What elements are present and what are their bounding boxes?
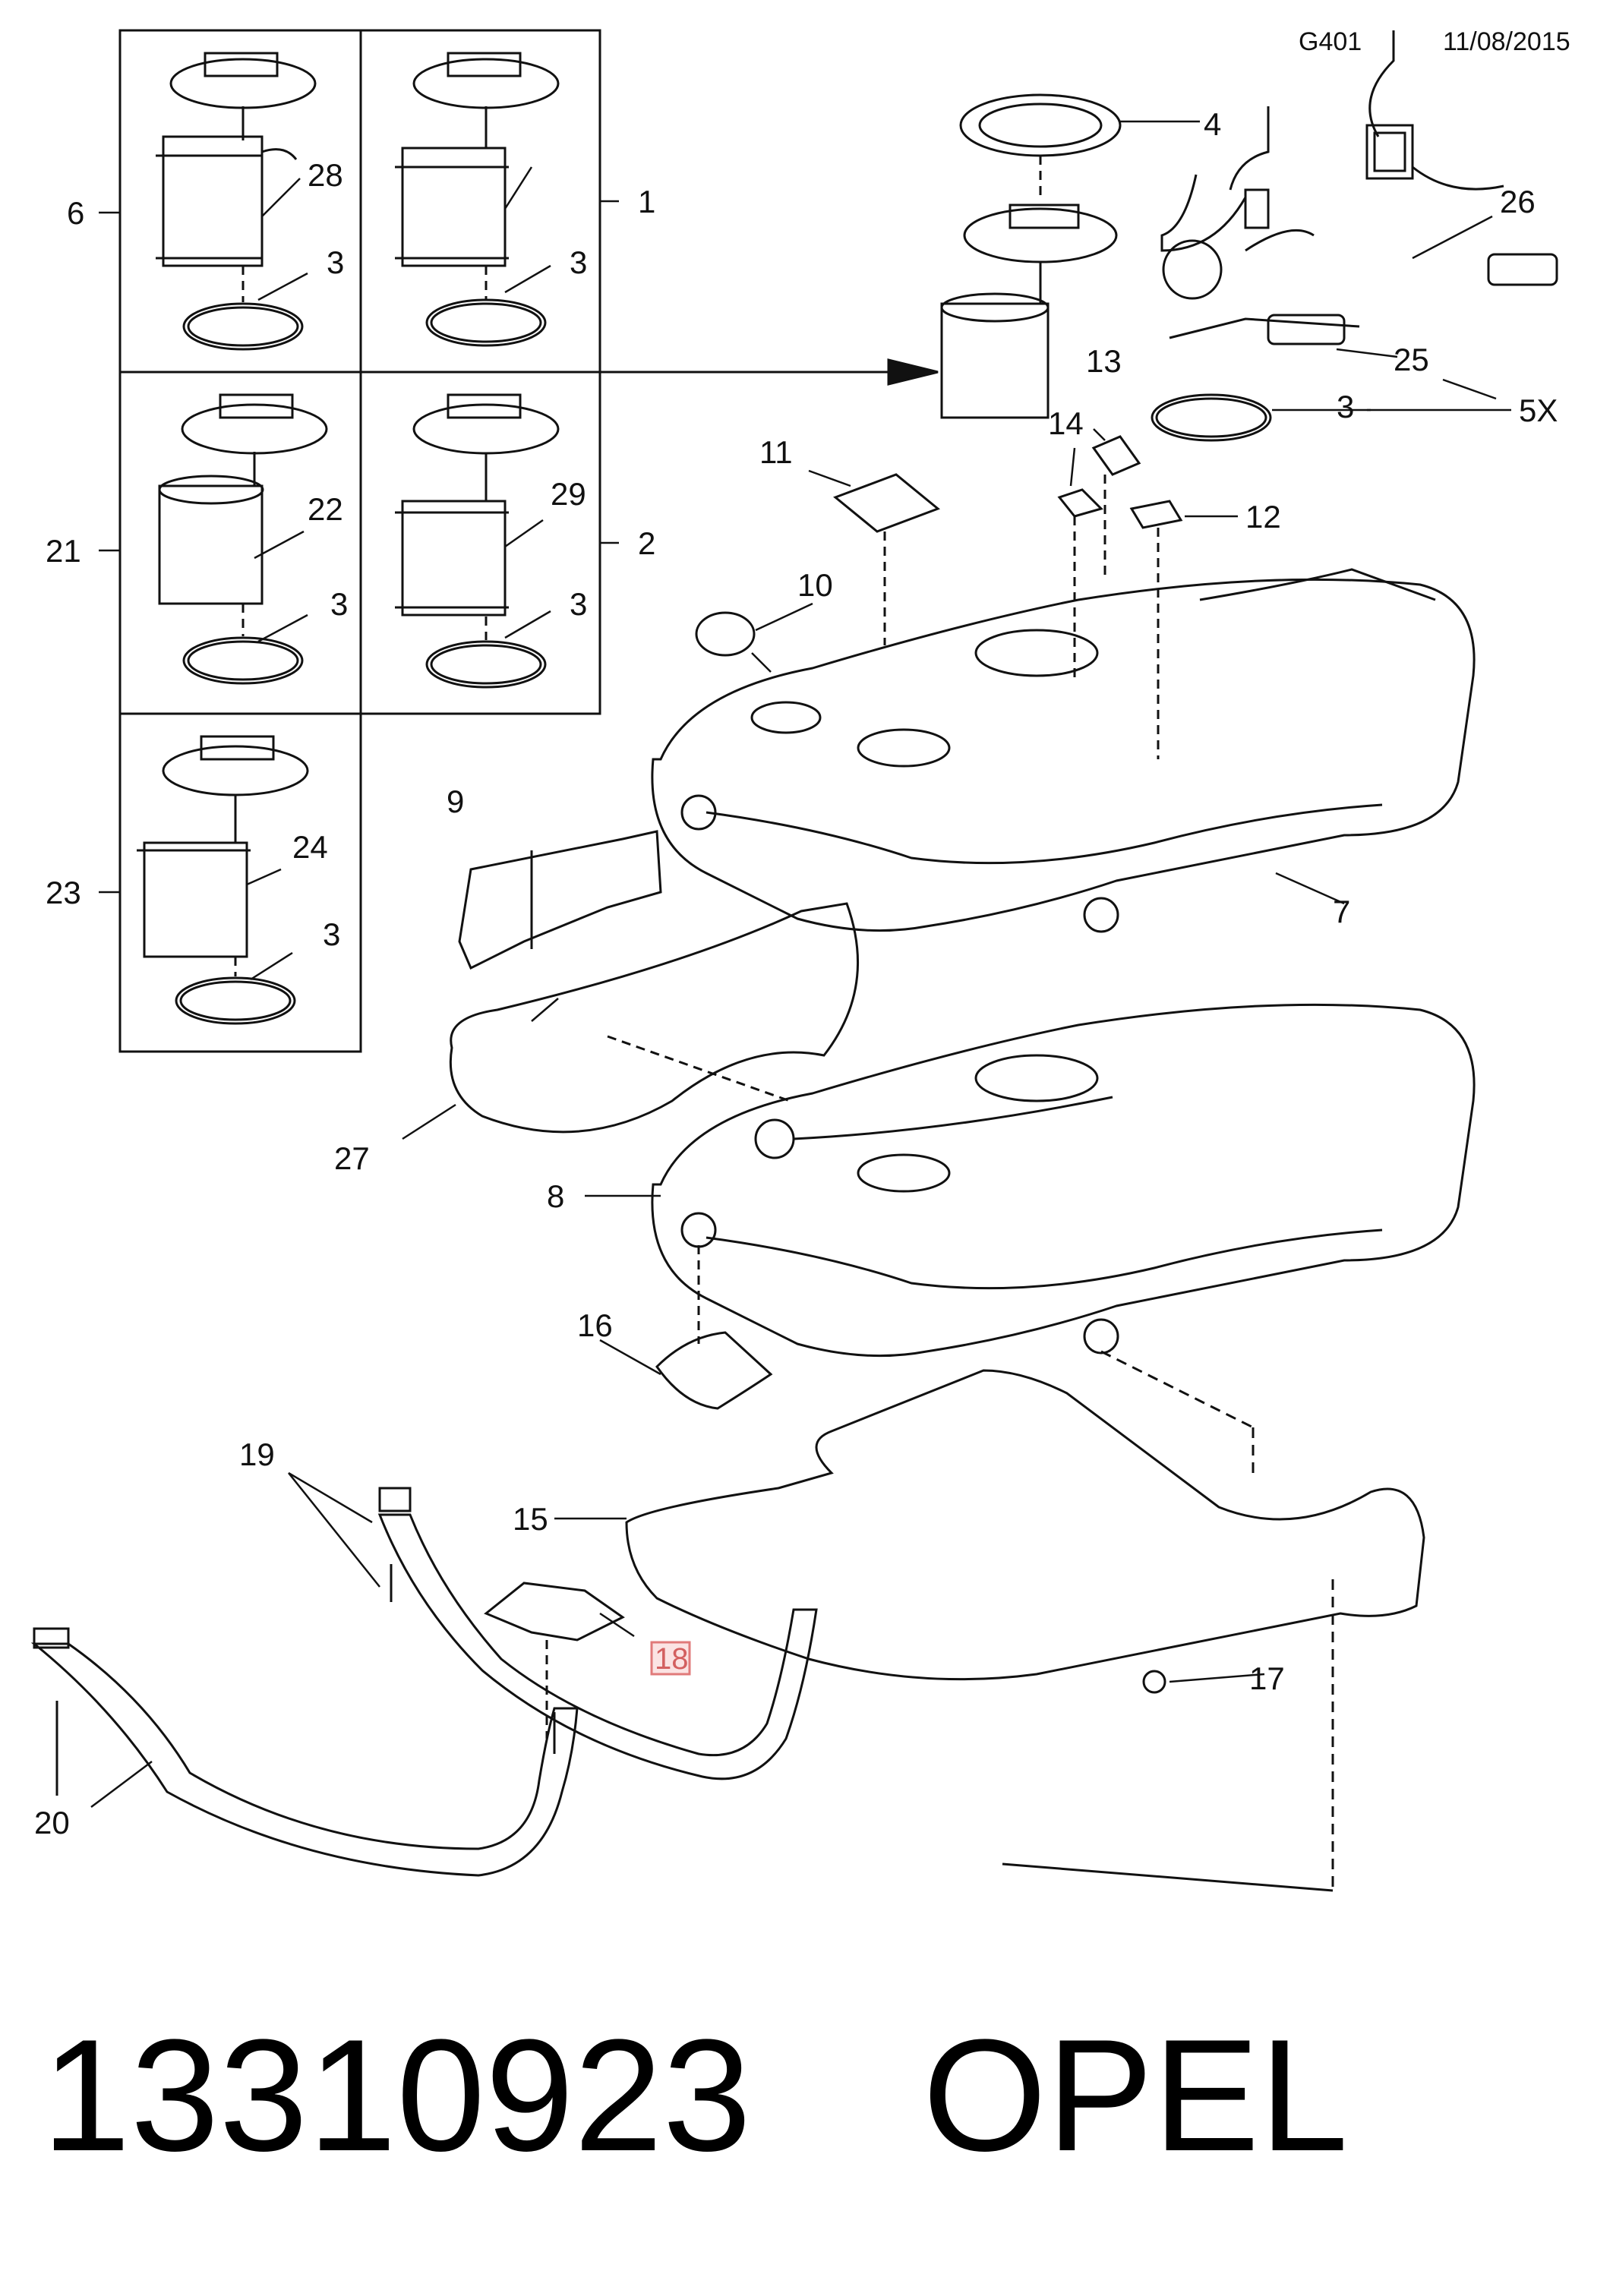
callout-25: 25	[1394, 342, 1429, 377]
callout-18: 18	[655, 1642, 689, 1676]
bracket-9	[458, 830, 662, 970]
callout-22: 22	[308, 491, 343, 527]
fuel-level-sensor-25	[1160, 106, 1360, 345]
insulator-pad-13	[1091, 435, 1141, 577]
brand-name: OPEL	[923, 2006, 1349, 2184]
insulator-pad-11	[833, 473, 940, 645]
callout-18-highlight: 18	[650, 1641, 691, 1676]
callout-5x: 5X	[1519, 393, 1558, 428]
seal-ring-3-e	[175, 957, 296, 1025]
callout-4: 4	[1204, 106, 1221, 142]
insulator-pad-14	[1057, 488, 1103, 683]
callout-14: 14	[1048, 405, 1084, 441]
seal-ring-3-f	[1151, 393, 1272, 442]
callout-13: 13	[1086, 343, 1122, 379]
callout-3-d: 3	[570, 586, 587, 622]
underbody-shield-15	[625, 1350, 1425, 1892]
callout-3-f: 3	[1337, 389, 1354, 424]
callout-1: 1	[638, 184, 655, 219]
fuel-pump-module-1	[395, 52, 560, 267]
fuel-level-sensor-26	[1365, 30, 1558, 286]
callout-10: 10	[797, 567, 833, 603]
callout-23: 23	[46, 875, 81, 910]
fuel-pump-module-main	[940, 203, 1118, 419]
fuel-pump-module-22	[158, 393, 328, 605]
callout-3-e: 3	[323, 916, 340, 952]
callout-29: 29	[551, 476, 586, 512]
lock-ring-4	[959, 93, 1122, 157]
callout-12: 12	[1245, 499, 1281, 535]
bolt-17	[1142, 1670, 1166, 1694]
heat-shield-27	[449, 902, 859, 1134]
callout-17: 17	[1249, 1660, 1285, 1696]
leader-lines	[90, 120, 1511, 1808]
seal-ring-3-d	[425, 617, 547, 689]
callout-27: 27	[334, 1140, 370, 1176]
insulator-pad-12	[1129, 500, 1183, 759]
callout-15: 15	[513, 1501, 548, 1537]
callout-7: 7	[1333, 894, 1350, 929]
callout-20: 20	[34, 1805, 70, 1840]
callout-21: 21	[46, 533, 81, 569]
callout-9: 9	[447, 784, 464, 819]
part-number: 13310923	[42, 2006, 752, 2184]
cap-10	[695, 611, 756, 657]
callout-11: 11	[759, 434, 793, 470]
callout-19: 19	[239, 1437, 275, 1472]
callout-8: 8	[547, 1178, 564, 1214]
variant-arrow	[600, 358, 939, 386]
callout-2: 2	[638, 525, 655, 561]
fuel-tank-7	[651, 568, 1476, 933]
seal-ring-3-a	[182, 266, 304, 351]
callout-6: 6	[67, 195, 84, 231]
callout-28: 28	[308, 157, 343, 193]
diagram-code: G401	[1299, 27, 1362, 56]
tank-strap-20	[30, 1627, 579, 1877]
diagram-date: 11/08/2015	[1443, 27, 1570, 56]
callout-3-a: 3	[327, 244, 344, 280]
pad-16	[655, 1331, 773, 1410]
callout-24: 24	[292, 829, 328, 865]
tank-strap-19	[377, 1487, 818, 1780]
callout-3-b: 3	[570, 244, 587, 280]
callout-26: 26	[1500, 184, 1536, 219]
seal-ring-3-c	[182, 604, 304, 685]
fuel-tank-8	[651, 1003, 1476, 1358]
callout-3-c: 3	[330, 586, 348, 622]
bracket-18	[484, 1582, 625, 1739]
fuel-pump-module-28	[156, 52, 317, 267]
pump-variant-grid	[118, 29, 601, 1053]
callout-16: 16	[577, 1307, 613, 1343]
fuel-pump-module-29	[395, 393, 560, 617]
fuel-pump-module-24	[137, 735, 309, 958]
seal-ring-3-b	[425, 266, 547, 347]
